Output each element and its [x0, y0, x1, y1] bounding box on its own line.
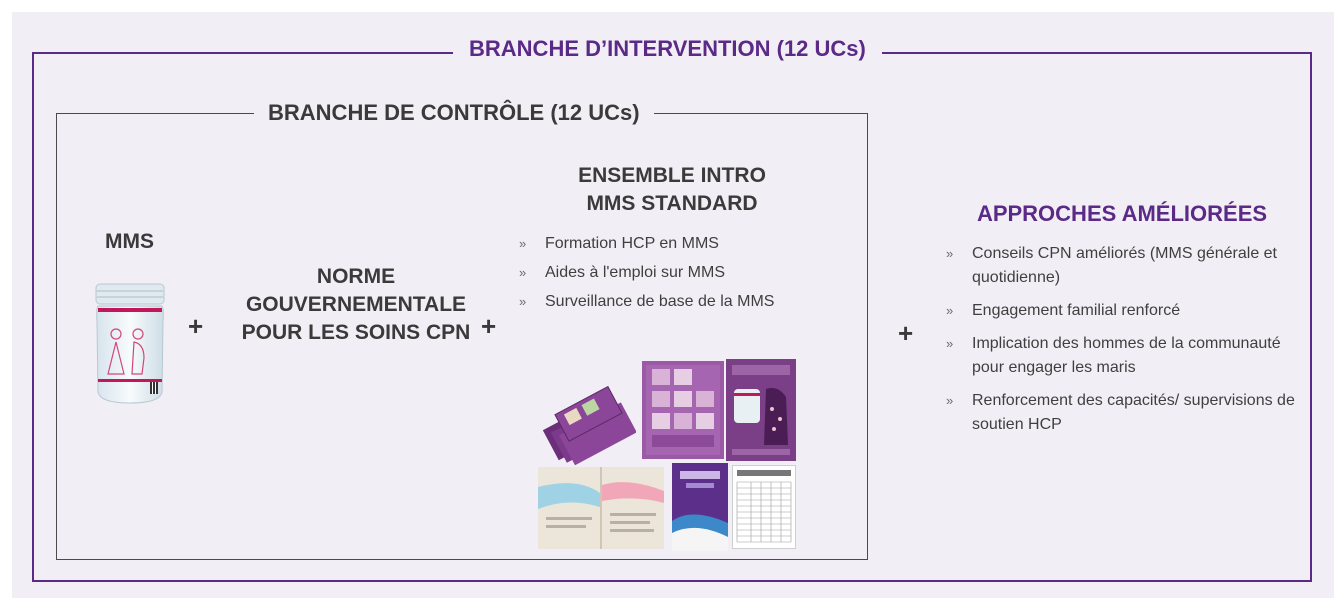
intro-package-list: » Formation HCP en MMS » Aides à l'emploi … [519, 232, 839, 314]
supplement-jar-icon [94, 282, 166, 406]
list-item-text: Implication des hommes de la communauté … [972, 335, 1281, 376]
job-aid-card [642, 361, 724, 459]
chevron-bullet-icon: » [519, 294, 527, 309]
list-item: » Aides à l'emploi sur MMS [519, 261, 839, 285]
government-standard-text: NORME GOUVERNEMENTALE POUR LES SOINS CPN [224, 263, 488, 347]
chevron-bullet-icon: » [946, 393, 954, 408]
plus-sign: + [898, 318, 914, 348]
chevron-bullet-icon: » [946, 303, 954, 318]
chevron-bullet-icon: » [519, 265, 527, 280]
brochure-image [538, 467, 664, 549]
chevron-bullet-icon: » [519, 236, 527, 251]
government-standard-line: NORME [316, 265, 396, 288]
intro-package-title: ENSEMBLE INTRO MMS STANDARD [552, 162, 792, 218]
government-standard-line: GOUVERNEMENTALE [245, 293, 467, 316]
list-item-text: Aides à l'emploi sur MMS [545, 264, 725, 281]
list-item-text: Conseils CPN améliorés (MMS générale et … [972, 245, 1277, 286]
mms-label: MMS [105, 230, 154, 253]
training-materials-collage [536, 355, 802, 555]
list-item-text: Formation HCP en MMS [545, 235, 719, 252]
list-item: » Surveillance de base de la MMS [519, 290, 839, 314]
intro-package-title-line: MMS STANDARD [586, 192, 758, 215]
intro-package-title-line: ENSEMBLE INTRO [578, 164, 766, 187]
government-standard-line: POUR LES SOINS CPN [241, 321, 471, 344]
chevron-bullet-icon: » [946, 336, 954, 351]
list-item: » Renforcement des capacités/ supervision… [946, 389, 1302, 437]
list-item: » Conseils CPN améliorés (MMS générale et… [946, 242, 1302, 290]
flashcards-image [542, 385, 636, 466]
list-item: » Engagement familial renforcé [946, 299, 1302, 323]
intervention-arm-title: BRANCHE D’INTERVENTION (12 UCs) [453, 34, 882, 64]
list-item: » Implication des hommes de la communauté… [946, 332, 1302, 380]
booklet-image [672, 463, 728, 551]
list-item: » Formation HCP en MMS [519, 232, 839, 256]
improved-approaches-title: APPROCHES AMÉLIORÉES [976, 201, 1268, 226]
list-item-text: Engagement familial renforcé [972, 302, 1181, 319]
plus-sign: + [188, 311, 204, 341]
poster-image [726, 359, 796, 461]
control-arm-title: BRANCHE DE CONTRÔLE (12 UCs) [254, 98, 654, 128]
list-item-text: Renforcement des capacités/ supervisions… [972, 392, 1295, 433]
plus-sign: + [481, 311, 497, 341]
improved-approaches-list: » Conseils CPN améliorés (MMS générale et… [946, 242, 1302, 437]
monitoring-form-image [732, 465, 796, 549]
list-item-text: Surveillance de base de la MMS [545, 293, 775, 310]
chevron-bullet-icon: » [946, 246, 954, 261]
